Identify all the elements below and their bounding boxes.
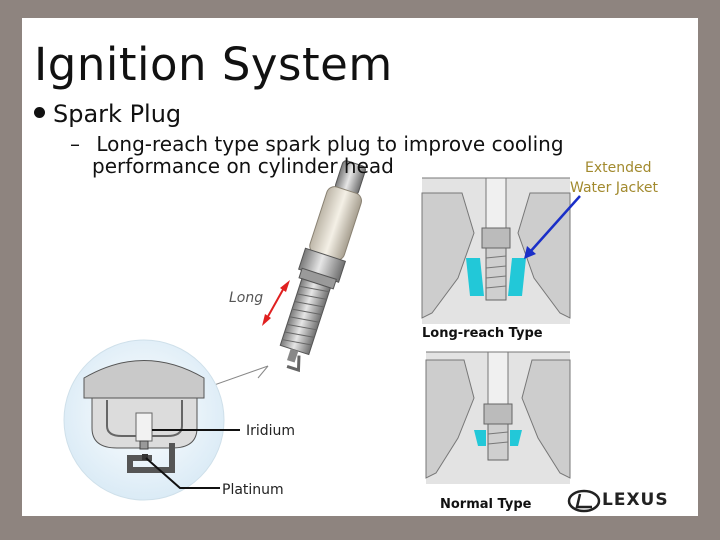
lexus-logo-text: LEXUS [602,490,669,510]
lexus-emblem-icon [567,489,601,513]
caption-long-reach: Long-reach Type [422,326,543,341]
bullet-spark-plug: Spark Plug [34,100,181,128]
bullet-text: Spark Plug [53,100,182,128]
slide-title: Ignition System [34,38,393,91]
illustration-layer [63,160,601,513]
bullet-dot-icon [34,106,45,118]
long-reach-diagram [421,177,571,324]
normal-type-diagram [425,351,571,484]
label-long: Long [229,290,264,306]
sub-bullet-line1: – Long-reach type spark plug to improve … [70,132,564,156]
platinum-leader [145,457,220,489]
spark-plug-illustration [279,160,366,373]
label-platinum: Platinum [222,482,284,498]
slide: Ignition System Spark Plug – Long-reach … [22,18,698,516]
caption-normal: Normal Type [440,497,532,512]
label-iridium: Iridium [246,423,296,439]
zoom-line [257,365,269,379]
water-jacket-arrow [524,195,581,259]
label-extended: Extended [585,160,652,176]
sub-bullet-text-2: performance on cylinder head [92,154,394,178]
sub-bullet-text-1: Long-reach type spark plug to improve co… [96,132,564,156]
sub-bullet-dash: – [70,132,80,156]
electrode-closeup [63,339,225,501]
label-water-jacket: Water Jacket [570,180,658,196]
long-arrow [262,280,290,326]
